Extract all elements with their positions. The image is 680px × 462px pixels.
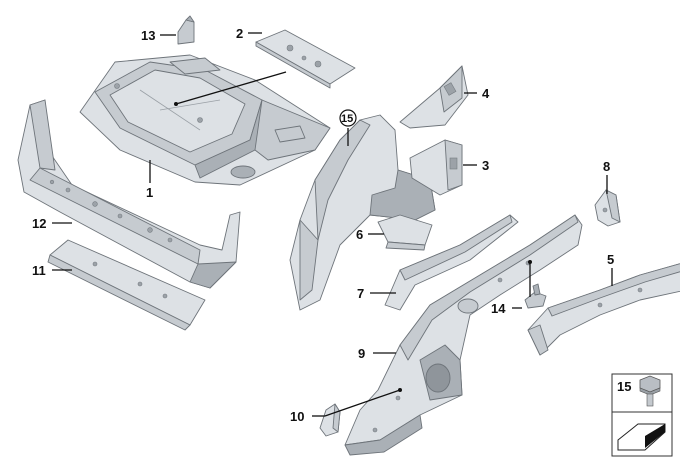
callout-5: 5 [607, 252, 614, 267]
callout-9: 9 [358, 346, 365, 361]
callout-labels: 1 2 13 4 3 15 6 7 8 5 12 11 14 9 10 [32, 26, 614, 424]
part-plate-6[interactable] [377, 214, 433, 251]
part-side-member-5[interactable] [527, 262, 680, 356]
callout-12: 12 [32, 216, 46, 231]
part-bracket-8[interactable] [594, 189, 621, 227]
callout-13: 13 [141, 28, 155, 43]
part-bracket-10[interactable] [319, 403, 341, 437]
callout-15-circle [339, 109, 357, 127]
callout-11: 11 [32, 263, 46, 278]
callout-4: 4 [482, 86, 490, 101]
sheet-metal-symbol [617, 423, 666, 451]
callout-1: 1 [146, 185, 153, 200]
bolt-icon [639, 375, 661, 407]
part-clip-14[interactable] [524, 283, 547, 309]
part-side-rail-7[interactable] [384, 214, 519, 311]
part-bracket-3[interactable] [409, 139, 463, 196]
fastener-legend: 15 [611, 373, 673, 457]
part-small-bracket-13[interactable] [177, 15, 195, 45]
callout-7: 7 [357, 286, 364, 301]
leader-lines [52, 32, 613, 417]
part-rear-panel[interactable] [17, 99, 241, 289]
callout-2: 2 [236, 26, 243, 41]
callout-14: 14 [491, 301, 506, 316]
part-floor-pan[interactable] [79, 54, 331, 186]
part-rear-longitudinal[interactable] [344, 214, 583, 456]
legend-number: 15 [617, 379, 631, 394]
callout-6: 6 [356, 227, 363, 242]
callout-3: 3 [482, 158, 489, 173]
callout-8: 8 [603, 159, 610, 174]
part-bracket-4[interactable] [399, 65, 469, 129]
part-cover-plate[interactable] [255, 29, 356, 89]
callout-15: 15 [341, 113, 353, 125]
callout-10: 10 [290, 409, 304, 424]
part-lower-strip[interactable] [47, 239, 206, 331]
